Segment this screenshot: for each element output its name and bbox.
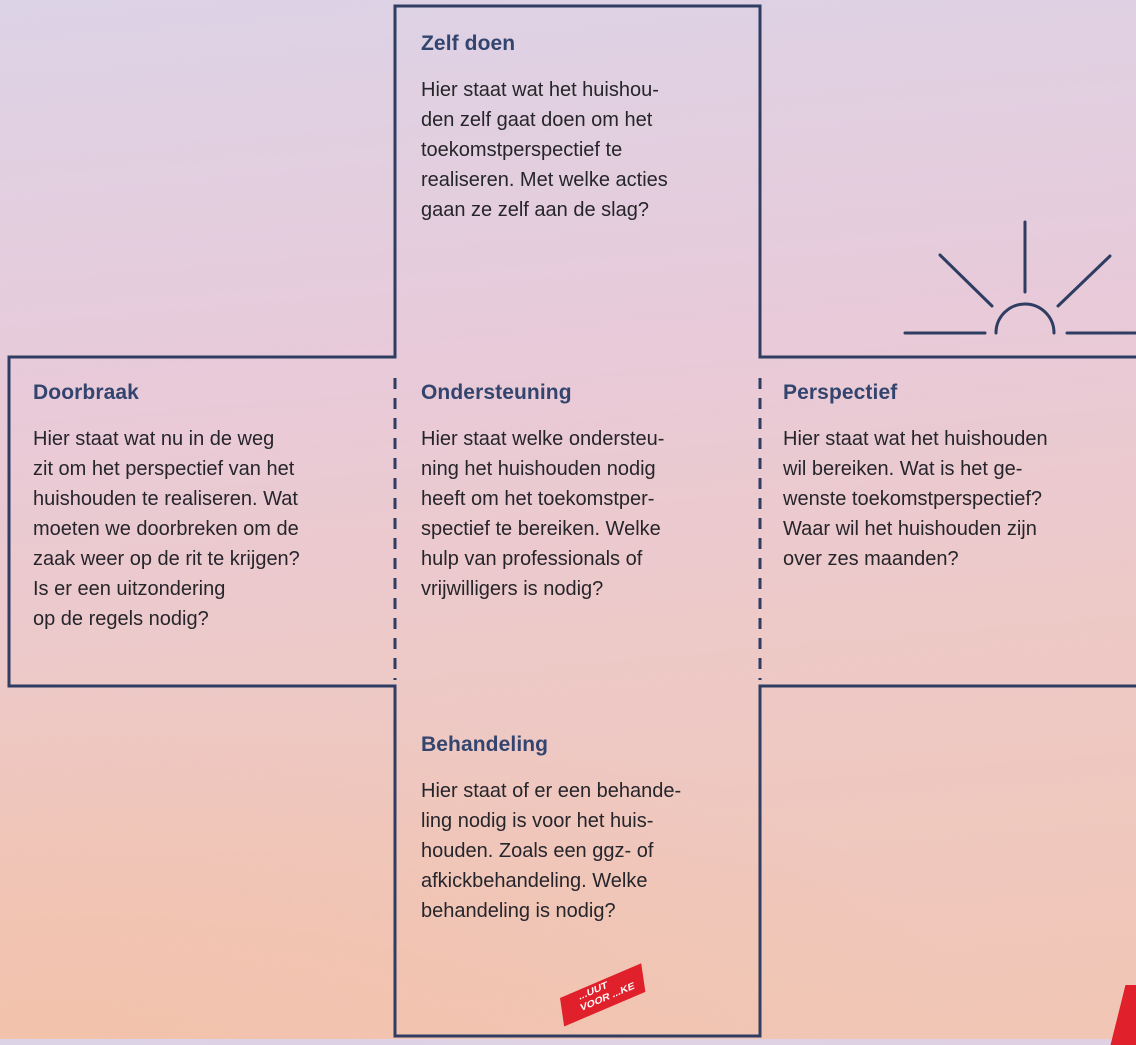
sunrise-icon	[903, 220, 1136, 335]
behandeling-title: Behandeling	[421, 733, 549, 756]
behandeling-text: Hier staat of er een behande- ling nodig…	[421, 780, 682, 922]
ondersteuning-text: Hier staat welke ondersteu- ning het hui…	[421, 428, 665, 600]
perspectief-title: Perspectief	[783, 381, 898, 404]
ondersteuning-title: Ondersteuning	[421, 381, 572, 404]
doorbraak-text: Hier staat wat nu in de weg zit om het p…	[33, 428, 300, 630]
doorbraak-title: Doorbraak	[33, 381, 139, 404]
perspectief-text: Hier staat wat het huishouden wil bereik…	[783, 428, 1048, 570]
zelf-doen-title: Zelf doen	[421, 32, 516, 55]
zelf-doen-text: Hier staat wat het huishou- den zelf gaa…	[421, 79, 668, 221]
